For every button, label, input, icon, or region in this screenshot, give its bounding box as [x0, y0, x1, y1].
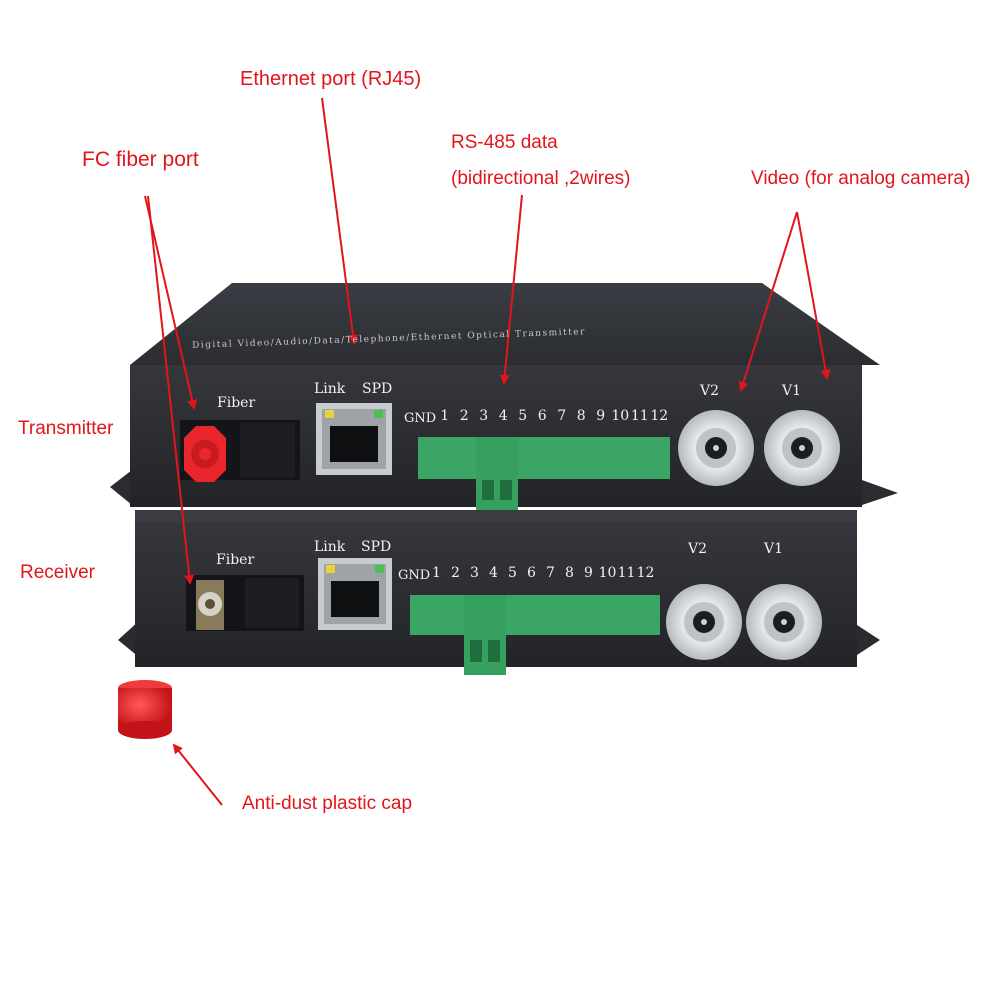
terminal-number: 9: [596, 408, 606, 424]
transmitter-spd-label: SPD: [362, 381, 393, 397]
receiver-bnc-v1: [746, 584, 822, 660]
transmitter-terminal-numbers: 1 2 3 4 5 6 7 8 9 10 11 12: [435, 408, 669, 424]
transmitter-v2-label: V2: [700, 383, 720, 399]
transmitter-fiber-label: Fiber: [217, 395, 256, 411]
transmitter-right-flange: [862, 480, 898, 505]
transmitter-terminal-block: [418, 437, 670, 479]
terminal-number: 10: [598, 565, 617, 581]
rs485-callout-line2: (bidirectional ,2wires): [451, 168, 631, 189]
transmitter-left-flange: [110, 470, 132, 505]
video-callout: Video (for analog camera): [751, 168, 971, 189]
terminal-number: 4: [489, 565, 498, 581]
transmitter-v1-label: V1: [782, 383, 802, 399]
receiver-fiber-port: [196, 580, 224, 630]
terminal-number: 6: [537, 408, 547, 424]
receiver-spd-label: SPD: [361, 539, 392, 555]
transmitter-gnd-label: GND: [404, 411, 437, 426]
transmitter-top-lid: [130, 283, 880, 365]
receiver-gnd-label: GND: [398, 568, 431, 583]
terminal-number: 6: [527, 565, 536, 581]
receiver-label: Receiver: [20, 562, 95, 583]
receiver-terminal-block: [410, 595, 660, 635]
terminal-number: 1: [432, 565, 441, 581]
receiver-v1-label: V1: [764, 541, 784, 557]
rs485-arrow: [499, 194, 523, 385]
receiver-link-label: Link: [314, 539, 346, 555]
terminal-number: 12: [650, 408, 669, 424]
terminal-number: 1: [440, 408, 450, 424]
terminal-number: 4: [498, 408, 508, 424]
receiver-bnc-v2: [666, 584, 742, 660]
video-arrow-v1: [796, 211, 831, 380]
terminal-number: 5: [518, 408, 528, 424]
terminal-number: 8: [576, 408, 586, 424]
terminal-number: 9: [584, 565, 593, 581]
receiver-right-flange: [857, 625, 880, 655]
fc-fiber-port-callout: FC fiber port: [82, 148, 199, 171]
receiver-unit: [118, 510, 880, 675]
anti-dust-cap: [118, 680, 172, 739]
terminal-number: 7: [546, 565, 555, 581]
anti-dust-arrow: [172, 743, 223, 806]
callout-arrows: [144, 97, 831, 806]
receiver-left-flange: [118, 620, 140, 658]
rs485-callout-line1: RS-485 data: [451, 132, 558, 153]
transmitter-unit: [110, 283, 898, 511]
terminal-number: 3: [470, 565, 479, 581]
terminal-number: 2: [459, 408, 469, 424]
terminal-number: 8: [565, 565, 574, 581]
terminal-number: 11: [630, 408, 649, 424]
terminal-number: 12: [636, 565, 655, 581]
fc-fiber-arrow-tx: [144, 195, 198, 410]
anti-dust-cap-callout: Anti-dust plastic cap: [242, 793, 413, 814]
receiver-fiber-label: Fiber: [216, 552, 255, 568]
ethernet-arrow: [321, 97, 358, 345]
transmitter-bnc-v2: [678, 410, 754, 486]
terminal-number: 10: [611, 408, 630, 424]
receiver-terminal-numbers: 1 2 3 4 5 6 7 8 9 10 11 12: [427, 565, 655, 581]
ethernet-port-callout: Ethernet port (RJ45): [240, 68, 422, 90]
transmitter-link-label: Link: [314, 381, 346, 397]
terminal-number: 2: [451, 565, 460, 581]
fc-fiber-arrow-rx: [147, 195, 195, 585]
transmitter-bnc-v1: [764, 410, 840, 486]
receiver-v2-label: V2: [688, 541, 708, 557]
terminal-number: 11: [617, 565, 636, 581]
terminal-number: 3: [479, 408, 489, 424]
terminal-number: 5: [508, 565, 517, 581]
transmitter-label: Transmitter: [18, 418, 114, 439]
terminal-number: 7: [557, 408, 567, 424]
video-arrow-v2: [738, 211, 798, 392]
